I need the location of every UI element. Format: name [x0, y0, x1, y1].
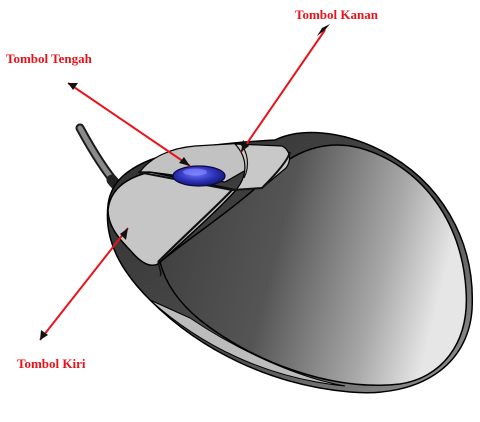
arrowhead-right-button-tail [317, 24, 330, 36]
arrow-middle-button [68, 83, 190, 166]
label-middle-button: Tombol Tengah [6, 51, 92, 67]
label-left-button: Tombol Kiri [17, 356, 86, 372]
arrow-left-button [40, 228, 128, 340]
label-right-button: Tombol Kanan [295, 7, 378, 23]
